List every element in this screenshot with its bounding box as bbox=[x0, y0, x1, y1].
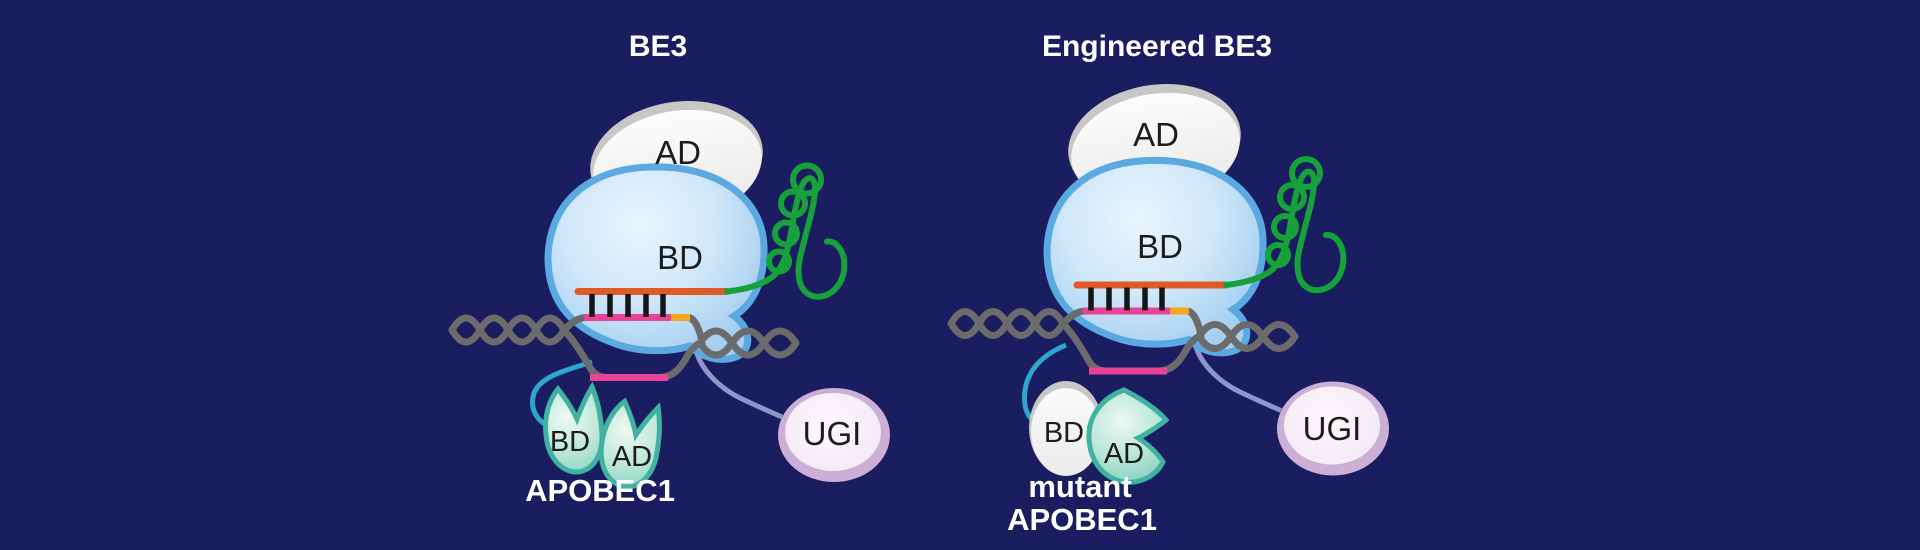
engineered-be3-ad-label: AD bbox=[1133, 116, 1179, 153]
diagram-be3: BE3 AD BD UGI BD AD APOBEC1 bbox=[452, 30, 890, 508]
be3-apobec-ad-label: AD bbox=[612, 441, 652, 473]
engineered-be3-apobec-ad-label: AD bbox=[1104, 438, 1144, 470]
engineered-be3-apobec-bd-label: BD bbox=[1044, 417, 1084, 449]
engineered-be3-bd-label: BD bbox=[1137, 228, 1183, 265]
engineered-be3-caption-line2: APOBEC1 bbox=[1007, 502, 1157, 537]
be3-ad-label: AD bbox=[655, 134, 701, 171]
be3-apobec-bd-label: BD bbox=[550, 426, 590, 458]
engineered-be3-complex bbox=[951, 159, 1389, 476]
engineered-be3-title: Engineered BE3 bbox=[1042, 30, 1272, 63]
engineered-be3-ugi-label: UGI bbox=[1303, 410, 1362, 447]
be3-bd-label: BD bbox=[657, 239, 703, 276]
be3-apobec-caption: APOBEC1 bbox=[525, 473, 675, 508]
be3-ugi-linker bbox=[693, 349, 783, 420]
engineered-be3-caption-line1: mutant bbox=[1028, 469, 1131, 504]
be3-title: BE3 bbox=[629, 30, 687, 63]
diagram-engineered-be3: Engineered BE3 AD BD UGI BD AD mutant AP… bbox=[951, 30, 1389, 537]
be3-apobec-linker bbox=[530, 359, 593, 430]
be3-ugi-label: UGI bbox=[803, 415, 862, 452]
engineered-be3-apobec-linker bbox=[1022, 342, 1067, 426]
engineered-be3-ugi-linker bbox=[1192, 342, 1282, 413]
